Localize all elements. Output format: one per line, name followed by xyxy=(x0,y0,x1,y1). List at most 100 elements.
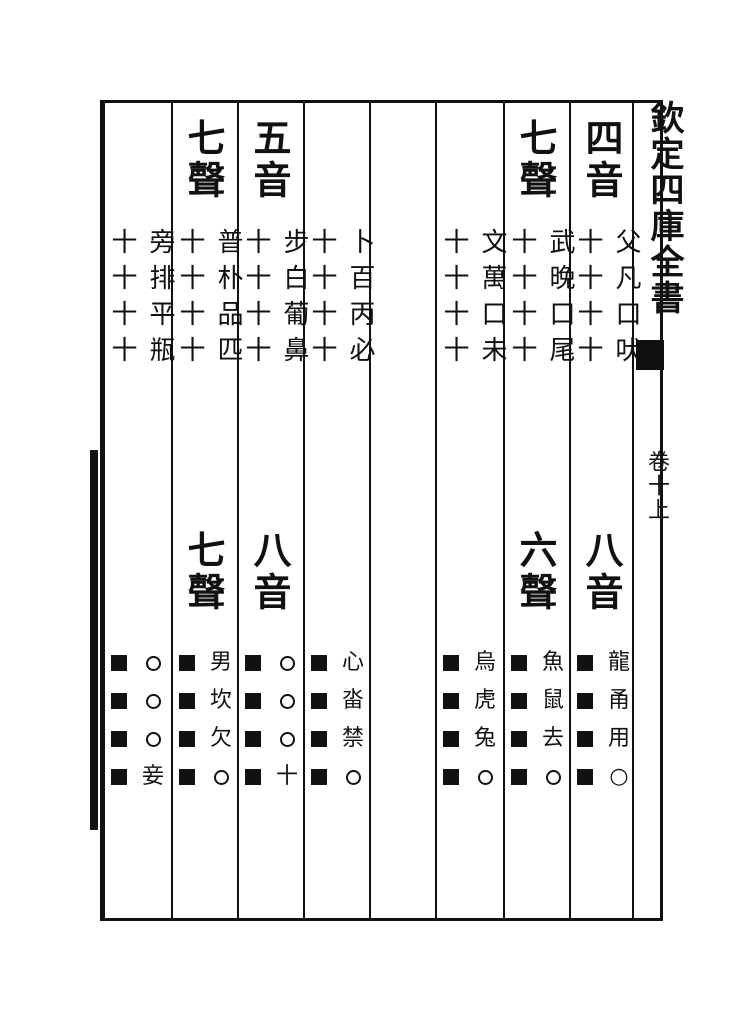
filled-square-icon xyxy=(572,764,598,790)
text-line: 十十十十 xyxy=(439,228,469,372)
column-cells: 魚鼠去 xyxy=(506,650,566,790)
filled-square-icon xyxy=(240,650,266,676)
table-column xyxy=(372,110,434,920)
filled-square-icon xyxy=(174,764,200,790)
cell-column: 烏虎兔 xyxy=(472,650,498,790)
table-cell: 龍 xyxy=(607,650,630,675)
text-line: 十十十十 xyxy=(175,228,205,372)
column-divider xyxy=(237,100,239,921)
table-cell: 鼠 xyxy=(541,688,564,713)
table-column: 卜百丙必十十十十心畓禁 xyxy=(306,110,375,920)
column-divider xyxy=(569,100,571,921)
cell-column xyxy=(106,650,132,790)
filled-square-icon xyxy=(174,688,200,714)
text-line: 十十十十 xyxy=(507,228,537,372)
filled-square-icon xyxy=(306,764,332,790)
column-header-top: 七聲 xyxy=(513,118,558,202)
column-cells: 烏虎兔 xyxy=(438,650,498,790)
text-line: 十十十十 xyxy=(241,228,271,372)
cell-column: 妾 xyxy=(140,650,166,790)
table-cell: 禁 xyxy=(341,726,364,751)
column-text: 普朴品匹十十十十 xyxy=(175,228,243,372)
table-cell: ○ xyxy=(609,764,629,789)
filled-square-icon xyxy=(174,650,200,676)
filled-square-icon xyxy=(438,764,464,790)
text-line: 十十十十 xyxy=(573,228,603,372)
margin-title: 欽定四庫全書 xyxy=(644,100,684,316)
table-cell: 畓 xyxy=(341,688,364,713)
right-border xyxy=(660,100,663,921)
filled-square-icon xyxy=(240,764,266,790)
column-text: 父凡口吠十十十十 xyxy=(573,228,641,372)
circle-icon xyxy=(340,764,366,790)
filled-square-icon xyxy=(572,650,598,676)
table-cell: 心 xyxy=(341,650,364,675)
table-cell: 妾 xyxy=(141,764,164,789)
cell-column xyxy=(506,650,532,790)
table-column: 五音八音步白葡鼻十十十十十 xyxy=(240,110,309,920)
margin-volume: 卷十上 xyxy=(644,450,669,522)
circle-icon xyxy=(208,764,234,790)
table-cell: 兔 xyxy=(473,726,496,751)
cell-column xyxy=(174,650,200,790)
column-text: 武晚口尾十十十十 xyxy=(507,228,575,372)
column-header-top: 四音 xyxy=(579,118,624,202)
cell-column xyxy=(572,650,598,790)
column-divider xyxy=(171,100,173,921)
table-cell: 魚 xyxy=(541,650,564,675)
circle-icon xyxy=(274,688,300,714)
text-line: 文萬口未 xyxy=(477,228,507,372)
column-cells: 龍甬用 ○ xyxy=(572,650,632,790)
cell-column: 男坎欠 xyxy=(208,650,234,790)
filled-square-icon xyxy=(240,688,266,714)
column-divider xyxy=(503,100,505,921)
table-column: 七聲六聲武晚口尾十十十十魚鼠去 xyxy=(506,110,575,920)
filled-square-icon xyxy=(106,726,132,752)
left-border xyxy=(100,100,103,921)
left-shadow xyxy=(90,450,98,830)
circle-icon xyxy=(472,764,498,790)
filled-square-icon xyxy=(506,650,532,676)
column-header-bottom: 七聲 xyxy=(181,530,226,614)
table-column: 文萬口未十十十十烏虎兔 xyxy=(438,110,507,920)
cell-column: 龍甬用 ○ xyxy=(606,650,632,790)
table-cell: 烏 xyxy=(473,650,496,675)
fishtail-mark xyxy=(636,340,664,370)
column-cells: 心畓禁 xyxy=(306,650,366,790)
cell-column: 魚鼠去 xyxy=(540,650,566,790)
circle-icon xyxy=(274,726,300,752)
table-cell: 用 xyxy=(607,726,630,751)
column-text: 旁排平瓶十十十十 xyxy=(107,228,175,372)
column-text: 步白葡鼻十十十十 xyxy=(241,228,309,372)
filled-square-icon xyxy=(106,764,132,790)
filled-square-icon xyxy=(106,650,132,676)
filled-square-icon xyxy=(174,726,200,752)
circle-icon xyxy=(274,650,300,676)
filled-square-icon xyxy=(572,688,598,714)
column-text: 卜百丙必十十十十 xyxy=(307,228,375,372)
cell-column xyxy=(240,650,266,790)
table-cell: 十 xyxy=(275,764,298,789)
cell-column xyxy=(306,650,332,790)
column-header-bottom: 八音 xyxy=(579,530,624,614)
table-cell: 欠 xyxy=(209,726,232,751)
filled-square-icon xyxy=(506,764,532,790)
filled-square-icon xyxy=(306,688,332,714)
column-divider xyxy=(435,100,437,921)
table-cell: 去 xyxy=(541,726,564,751)
circle-icon xyxy=(140,650,166,676)
text-line: 十十十十 xyxy=(107,228,137,372)
filled-square-icon xyxy=(438,688,464,714)
column-cells: 十 xyxy=(240,650,300,790)
filled-square-icon xyxy=(106,688,132,714)
column-divider xyxy=(369,100,371,921)
table-cell: 甬 xyxy=(607,688,630,713)
circle-icon xyxy=(140,688,166,714)
column-divider xyxy=(103,100,105,921)
table-column: 四音八音 父凡口吠十十十十龍甬用 ○ xyxy=(572,110,641,920)
filled-square-icon xyxy=(506,688,532,714)
filled-square-icon xyxy=(438,726,464,752)
column-cells: 男坎欠 xyxy=(174,650,234,790)
table-column: 七聲七聲普朴品匹十十十十男坎欠 xyxy=(174,110,243,920)
text-line: 十十十十 xyxy=(307,228,337,372)
